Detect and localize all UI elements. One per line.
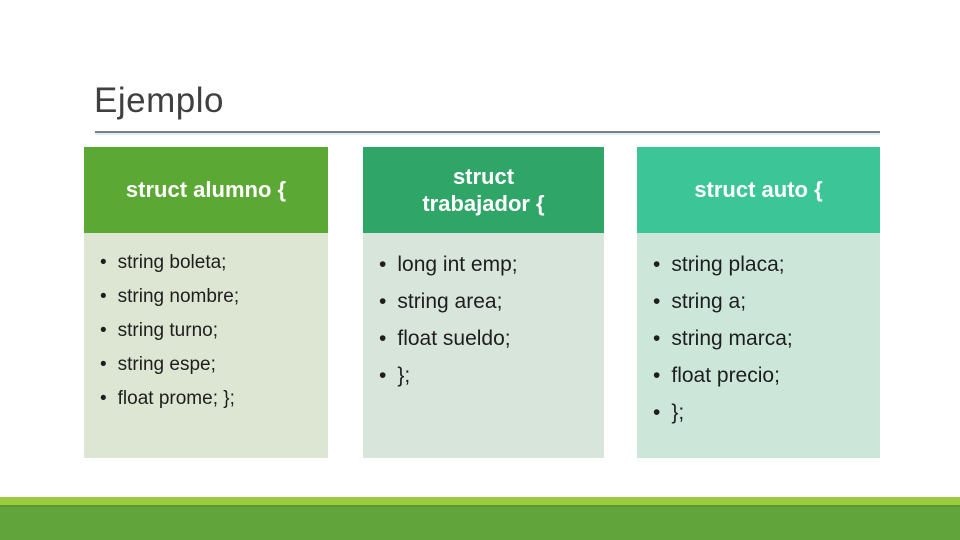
title-underline xyxy=(95,131,880,133)
list-item: • float sueldo; xyxy=(379,320,596,357)
struct-alumno-header: struct alumno { xyxy=(84,147,328,233)
struct-trabajador-fields: • long int emp; • string area; • float suel… xyxy=(363,233,604,458)
title-underline-accent xyxy=(95,133,880,135)
struct-alumno-fields: • string boleta; • string nombre; • string … xyxy=(84,233,328,458)
list-item: • float precio; xyxy=(653,357,872,394)
bullet-icon: • xyxy=(379,327,387,350)
struct-auto-card: struct auto { • string placa; • string a; … xyxy=(637,147,880,458)
bullet-icon: • xyxy=(100,286,107,307)
list-item: • string a; xyxy=(653,283,872,320)
struct-alumno-card: struct alumno { • string boleta; • string … xyxy=(84,147,328,458)
field-text: string turno; xyxy=(117,320,218,341)
bullet-icon: • xyxy=(100,320,107,341)
field-text: string boleta; xyxy=(117,252,227,273)
struct-auto-header: struct auto { xyxy=(637,147,880,233)
bullet-icon: • xyxy=(379,253,387,276)
field-text: string area; xyxy=(397,290,503,313)
field-text: string marca; xyxy=(671,327,793,350)
list-item: • float prome; }; xyxy=(100,382,320,416)
list-item: • string marca; xyxy=(653,320,872,357)
footer-bar xyxy=(0,505,960,540)
page-title: Ejemplo xyxy=(94,81,224,120)
footer-accent-stripe xyxy=(0,497,960,505)
bullet-icon: • xyxy=(379,290,387,313)
bullet-icon: • xyxy=(100,388,107,409)
list-item: • string turno; xyxy=(100,314,320,348)
field-text: float precio; xyxy=(671,364,780,387)
field-text: string espe; xyxy=(117,354,216,375)
field-text: long int emp; xyxy=(397,253,518,276)
bullet-icon: • xyxy=(653,327,661,350)
bullet-icon: • xyxy=(653,401,661,424)
field-text: }; xyxy=(397,364,411,387)
struct-trabajador-header: struct trabajador { xyxy=(363,147,604,233)
list-item: • long int emp; xyxy=(379,246,596,283)
list-item: • string espe; xyxy=(100,348,320,382)
bullet-icon: • xyxy=(100,252,107,273)
bullet-icon: • xyxy=(653,290,661,313)
field-text: string nombre; xyxy=(117,286,240,307)
list-item: •}; xyxy=(653,394,872,431)
struct-alumno-header-text: struct alumno { xyxy=(125,177,287,203)
bullet-icon: • xyxy=(653,364,661,387)
struct-trabajador-header-text: struct trabajador { xyxy=(422,163,545,217)
bullet-icon: • xyxy=(100,354,107,375)
struct-auto-fields: • string placa; • string a; • string marca;… xyxy=(637,233,880,458)
list-item: •}; xyxy=(379,357,596,394)
struct-trabajador-card: struct trabajador { • long int emp; • stri… xyxy=(363,147,604,458)
field-text: string placa; xyxy=(671,253,785,276)
field-text: string a; xyxy=(671,290,747,313)
list-item: • string nombre; xyxy=(100,280,320,314)
list-item: • string area; xyxy=(379,283,596,320)
struct-auto-header-text: struct auto { xyxy=(694,177,823,203)
field-text: float prome; }; xyxy=(117,388,235,409)
field-text: float sueldo; xyxy=(397,327,511,350)
field-text: }; xyxy=(671,401,685,424)
list-item: • string boleta; xyxy=(100,246,320,280)
list-item: • string placa; xyxy=(653,246,872,283)
bullet-icon: • xyxy=(653,253,661,276)
bullet-icon: • xyxy=(379,364,387,387)
